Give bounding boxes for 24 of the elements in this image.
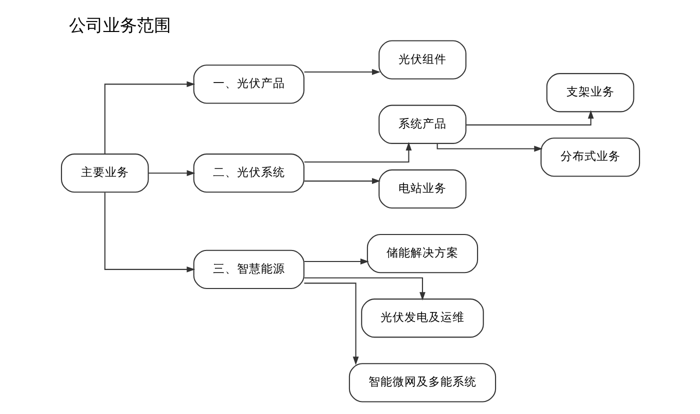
node-box: 系统产品 — [378, 104, 466, 144]
node-box: 光伏发电及运维 — [360, 298, 484, 338]
node-box: 主要业务 — [60, 153, 148, 192]
diagram-title: 公司业务范围 — [68, 14, 171, 35]
node-box: 光伏组件 — [378, 40, 466, 79]
arrow — [304, 276, 425, 300]
node-box: 三、智慧能源 — [192, 249, 304, 289]
node-box: 分布式业务 — [540, 137, 640, 176]
arrow — [304, 68, 380, 74]
arrow — [304, 258, 368, 264]
node-box: 一、光伏产品 — [192, 64, 304, 104]
arrow — [304, 282, 358, 365]
node-box: 支架业务 — [546, 72, 634, 112]
arrow — [104, 192, 195, 272]
arrow — [148, 170, 195, 176]
arrow — [304, 178, 380, 184]
node-box: 二、光伏系统 — [192, 153, 304, 192]
node-box: 电站业务 — [378, 168, 466, 208]
arrow — [304, 142, 412, 162]
arrow — [104, 80, 195, 154]
node-box: 智能微网及多能系统 — [348, 362, 496, 402]
arrow — [466, 110, 594, 125]
node-box: 储能解决方案 — [366, 233, 478, 273]
arrow — [436, 143, 542, 152]
